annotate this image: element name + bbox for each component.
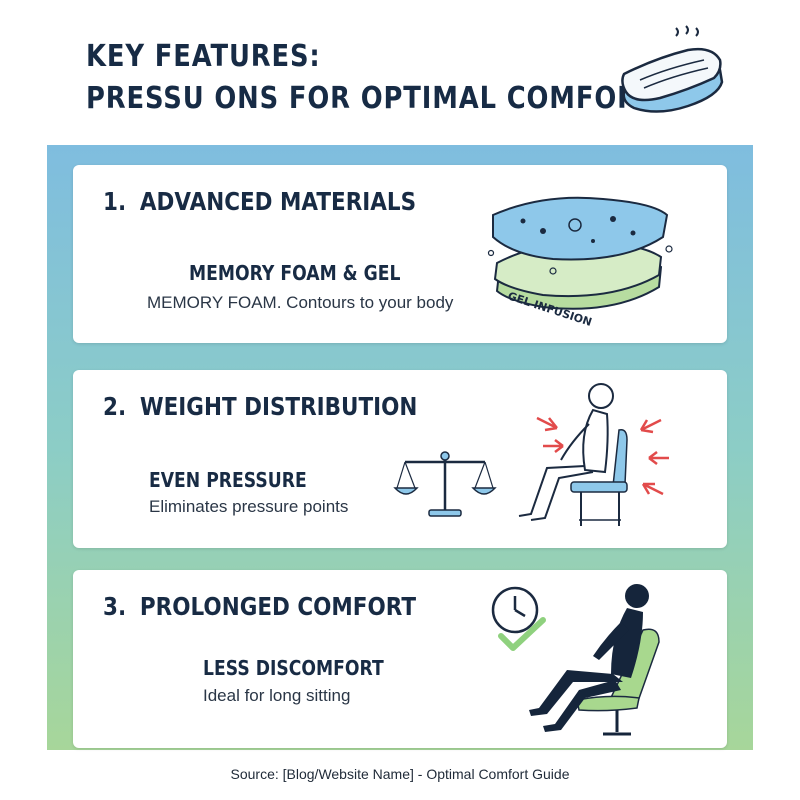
foam-gel-layers-icon: GEL INFUSION: [487, 196, 673, 329]
feature-title: PROLONGED COMFORT: [139, 592, 417, 621]
feature-title: ADVANCED MATERIALS: [139, 187, 417, 216]
feature-heading: 3. PROLONGED COMFORT: [103, 592, 416, 621]
feature-subheading: MEMORY FOAM & GEL: [189, 261, 401, 285]
feature-number: 3.: [103, 592, 127, 621]
clock-check-icon: [491, 586, 546, 651]
title-line-1: KEY FEATURES:: [86, 39, 321, 74]
feature-card-advanced-materials: 1. ADVANCED MATERIALS MEMORY FOAM & GEL M…: [73, 165, 727, 343]
reclining-person-icon: [529, 584, 660, 736]
source-credit: Source: [Blog/Website Name] - Optimal Co…: [230, 766, 570, 782]
balance-scale-icon: [393, 451, 497, 517]
feature-number: 2.: [103, 392, 127, 421]
feature-subheading: EVEN PRESSURE: [149, 468, 307, 492]
feature-heading: 2. WEIGHT DISTRIBUTION: [103, 392, 417, 421]
pressure-arrows: [536, 416, 669, 496]
feature-description: MEMORY FOAM. Contours to your body: [147, 293, 454, 312]
feature-title: WEIGHT DISTRIBUTION: [139, 392, 418, 421]
cushion-icon: [621, 25, 724, 113]
title-line-2: PRESSU ONS FOR OPTIMAL COMFORT: [86, 81, 656, 116]
page-title: KEY FEATURES: PRESSU ONS FOR OPTIMAL COM…: [86, 36, 655, 120]
feature-number: 1.: [103, 187, 127, 216]
feature-card-prolonged-comfort: 3. PROLONGED COMFORT LESS DISCOMFORT Idea…: [73, 570, 727, 748]
feature-heading: 1. ADVANCED MATERIALS: [103, 187, 416, 216]
feature-description: Eliminates pressure points: [149, 497, 349, 516]
feature-description: Ideal for long sitting: [203, 686, 351, 705]
feature-card-weight-distribution: 2. WEIGHT DISTRIBUTION EVEN PRESSURE Elim…: [73, 370, 727, 548]
seated-person-pressure-icon: [518, 383, 669, 526]
feature-subheading: LESS DISCOMFORT: [203, 656, 384, 680]
